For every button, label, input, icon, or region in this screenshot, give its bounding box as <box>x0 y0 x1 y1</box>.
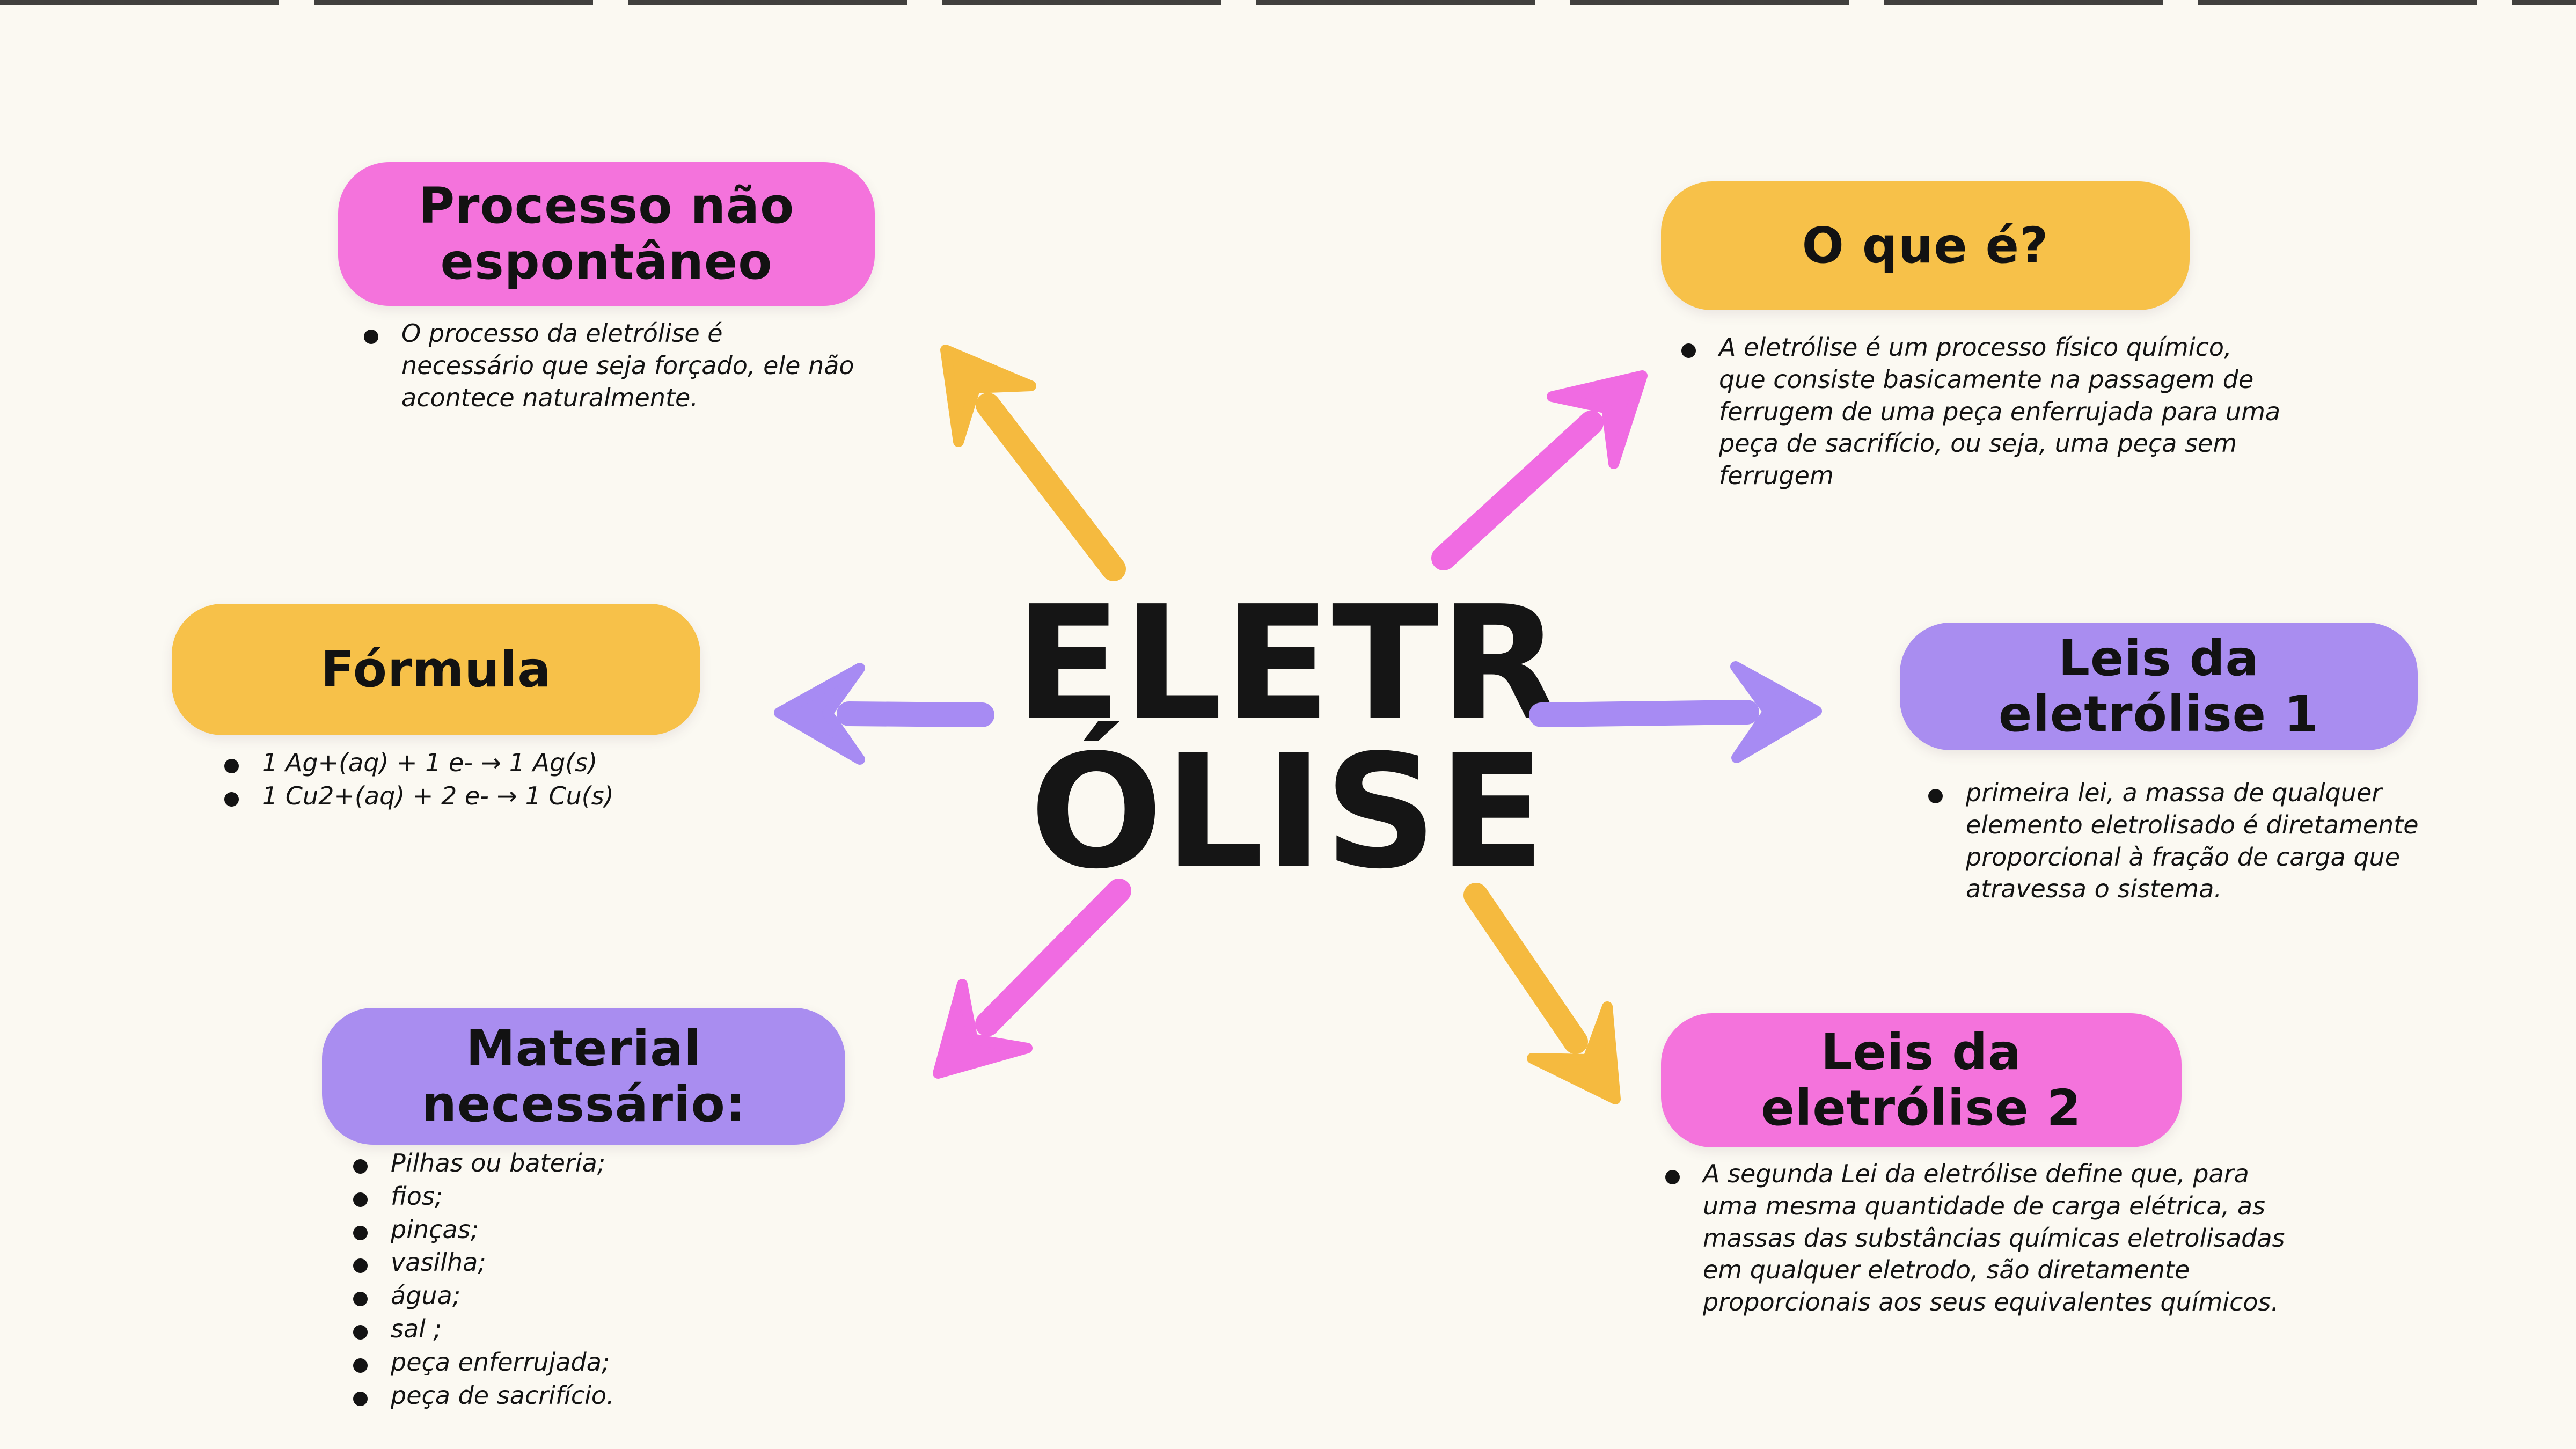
bullet-item: A eletrólise é um processo físico químic… <box>1672 332 2284 492</box>
bullet-item: 1 Cu2+(aq) + 2 e- → 1 Cu(s) <box>215 780 832 813</box>
bullet-item: O processo da eletrólise é necessário qu… <box>354 318 859 414</box>
node-title: Material necessário: <box>421 1019 746 1133</box>
bullet-item: sal ; <box>343 1313 853 1345</box>
bullet-item: vasilha; <box>343 1247 853 1279</box>
arrow-to-processo-nao-espontaneo <box>940 345 1126 581</box>
node-title: Leis da eletrólise 2 <box>1761 1023 2082 1137</box>
bullet-item: peça enferrujada; <box>343 1346 853 1379</box>
bullet-item: água; <box>343 1280 853 1312</box>
node-pill-leis-da-eletrolise-1: Leis da eletrólise 1 <box>1900 623 2418 750</box>
node-bullets-leis-da-eletrolise-1: primeira lei, a massa de qualquer elemen… <box>1919 777 2498 911</box>
arrow-to-material-necessario <box>933 879 1131 1079</box>
bullet-item: fios; <box>343 1181 853 1213</box>
bullet-item: pinças; <box>343 1214 853 1246</box>
node-bullets-material-necessario: Pilhas ou bateria; fios; pinças; vasilha… <box>343 1147 853 1413</box>
bullet-item: A segunda Lei da eletrólise define que, … <box>1656 1158 2289 1319</box>
central-topic: ELETR ÓLISE <box>912 572 1664 904</box>
node-title: Leis da eletrólise 1 <box>1998 630 2319 743</box>
node-title: O que é? <box>1802 217 2049 275</box>
node-title: Fórmula <box>320 640 552 698</box>
top-edge-artifact <box>0 0 2576 5</box>
bullet-item: 1 Ag+(aq) + 1 e- → 1 Ag(s) <box>215 747 832 779</box>
node-bullets-processo-nao-espontaneo: O processo da eletrólise é necessário qu… <box>354 318 859 419</box>
central-topic-line2: ÓLISE <box>1029 721 1547 904</box>
bullet-item: primeira lei, a massa de qualquer elemen… <box>1919 777 2498 905</box>
node-pill-o-que-e: O que é? <box>1661 181 2190 310</box>
central-topic-line1: ELETR <box>1014 572 1562 755</box>
node-pill-formula: Fórmula <box>172 604 700 735</box>
node-bullets-o-que-e: A eletrólise é um processo físico químic… <box>1672 332 2284 497</box>
arrow-to-leis-da-eletrolise-2 <box>1463 883 1621 1104</box>
arrow-to-o-que-e <box>1431 370 1648 570</box>
node-pill-leis-da-eletrolise-2: Leis da eletrólise 2 <box>1661 1013 2182 1147</box>
node-bullets-formula: 1 Ag+(aq) + 1 e- → 1 Ag(s) 1 Cu2+(aq) + … <box>215 747 832 814</box>
node-pill-processo-nao-espontaneo: Processo não espontâneo <box>338 162 875 306</box>
bullet-item: Pilhas ou bateria; <box>343 1147 853 1180</box>
node-pill-material-necessario: Material necessário: <box>322 1008 845 1145</box>
node-title: Processo não espontâneo <box>418 177 795 290</box>
node-bullets-leis-da-eletrolise-2: A segunda Lei da eletrólise define que, … <box>1656 1158 2289 1324</box>
bullet-item: peça de sacrifício. <box>343 1380 853 1412</box>
